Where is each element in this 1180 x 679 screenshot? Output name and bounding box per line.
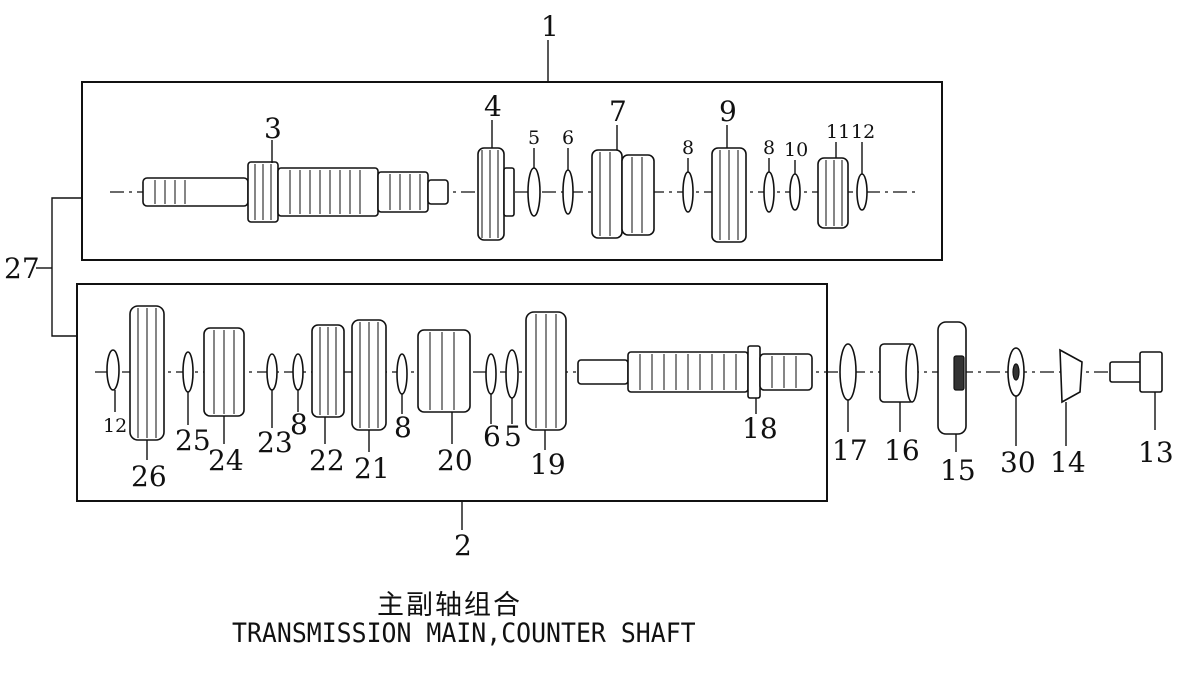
circlip-part-8-counter-b — [396, 353, 408, 395]
washer-part-12-main — [856, 173, 868, 211]
callout-group-1: 1 — [541, 10, 559, 43]
callout-18: 18 — [742, 412, 778, 445]
callout-8-main-b: 8 — [763, 137, 775, 159]
callout-23: 23 — [257, 426, 293, 459]
lock-plate-part-14 — [1059, 348, 1083, 404]
callout-26: 26 — [131, 460, 167, 493]
counter-shaft-part-18 — [577, 345, 813, 399]
callout-10: 10 — [784, 139, 808, 161]
gear-part-24 — [203, 327, 245, 417]
counter-shaft-frame — [76, 283, 828, 502]
callout-16: 16 — [884, 434, 920, 467]
callout-5-counter: 5 — [504, 420, 522, 453]
callout-8-main-a: 8 — [682, 137, 694, 159]
callout-11: 11 — [826, 121, 850, 143]
callout-30: 30 — [1000, 446, 1036, 479]
bolt-part-13 — [1109, 351, 1163, 393]
callout-24: 24 — [208, 444, 244, 477]
circlip-part-8-main-a — [682, 171, 694, 213]
callout-22: 22 — [309, 444, 345, 477]
callout-group-27: 27 — [4, 252, 40, 285]
callout-19: 19 — [530, 448, 566, 481]
circlip-part-6-counter — [485, 353, 497, 395]
callout-25: 25 — [175, 424, 211, 457]
washer-part-25 — [182, 351, 194, 393]
main-shaft-frame — [81, 81, 943, 261]
callout-group-2: 2 — [454, 529, 472, 562]
gear-part-22 — [311, 324, 345, 418]
main-shaft-part-3 — [142, 161, 449, 223]
gear-part-19 — [525, 311, 567, 431]
callout-12-counter: 12 — [103, 415, 127, 437]
washer-part-10 — [789, 173, 801, 211]
washer-part-5-main — [527, 167, 541, 217]
sprocket-part-15 — [937, 321, 967, 435]
gear-part-9 — [711, 147, 747, 243]
callout-14: 14 — [1050, 446, 1086, 479]
callout-5-main: 5 — [528, 127, 540, 149]
callout-21: 21 — [354, 452, 390, 485]
seal-part-17 — [839, 343, 857, 401]
callout-9: 9 — [719, 95, 737, 128]
callout-7: 7 — [609, 95, 627, 128]
callout-6-main: 6 — [562, 127, 574, 149]
circlip-part-23 — [266, 353, 278, 391]
callout-15: 15 — [940, 454, 976, 487]
washer-part-12-counter — [106, 349, 120, 391]
part-leaders — [114, 120, 1156, 460]
gear-part-20 — [417, 329, 471, 413]
callout-12-main: 12 — [851, 121, 875, 143]
callout-4: 4 — [484, 90, 502, 123]
callout-17: 17 — [832, 434, 868, 467]
circlip-part-8-counter-a — [292, 353, 304, 391]
callout-8-counter-a: 8 — [290, 408, 308, 441]
washer-part-30-hole — [1012, 363, 1020, 381]
gear-part-21 — [351, 319, 387, 431]
bushing-part-16 — [879, 343, 919, 403]
callout-6-counter: 6 — [483, 420, 501, 453]
callout-8-counter-b: 8 — [394, 411, 412, 444]
gear-part-11 — [817, 157, 849, 229]
gear-part-26 — [129, 305, 165, 441]
washer-part-5-counter — [505, 349, 519, 399]
bracket-27 — [51, 197, 82, 337]
gear-part-4 — [477, 147, 515, 241]
circlip-part-6-main — [562, 169, 574, 215]
circlip-part-8-main-b — [763, 171, 775, 213]
gear-part-7 — [591, 149, 655, 239]
diagram-title-chinese: 主副轴组合 — [377, 590, 522, 621]
callout-13: 13 — [1138, 436, 1174, 469]
diagram-title-english: TRANSMISSION MAIN,COUNTER SHAFT — [232, 618, 696, 649]
callout-3: 3 — [264, 112, 282, 145]
callout-20: 20 — [437, 444, 473, 477]
